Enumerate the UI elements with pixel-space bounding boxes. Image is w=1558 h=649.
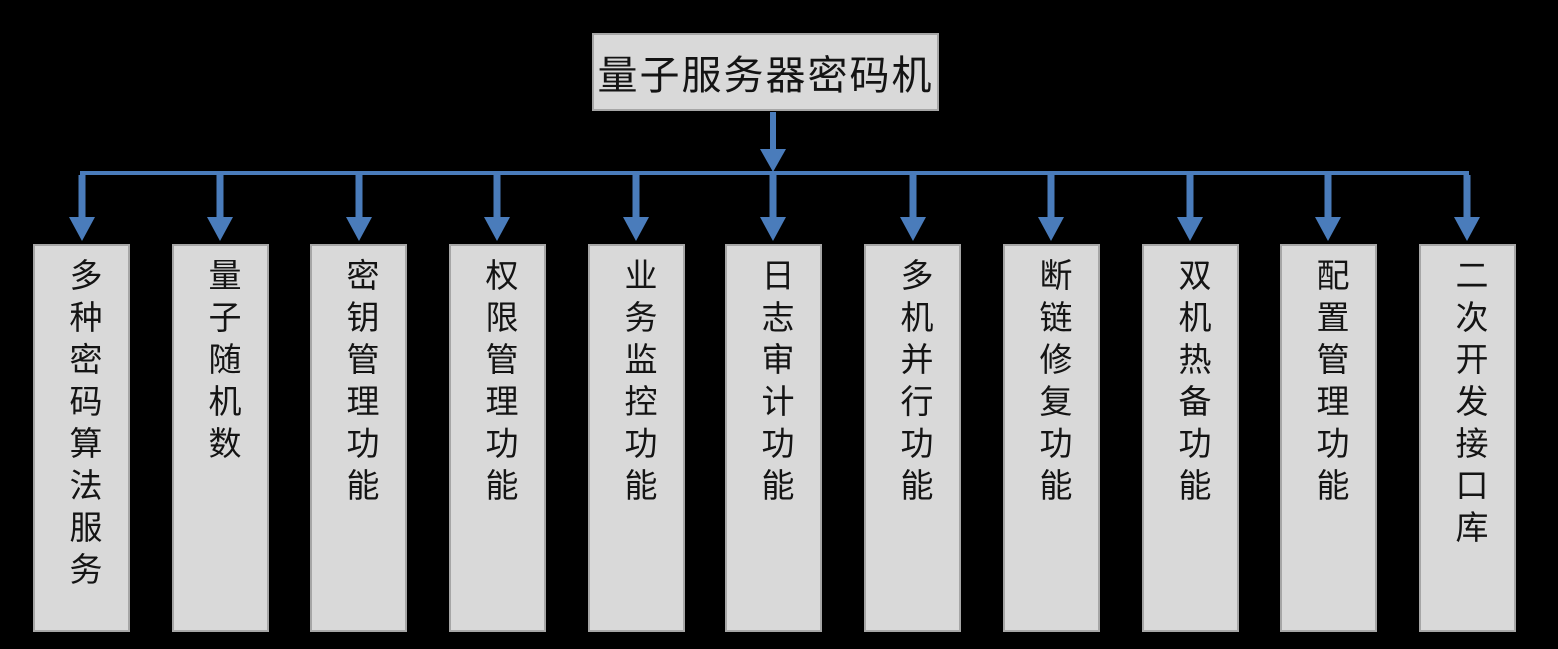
child-box-crypto-algorithm-services: 多种密码算法服务 (33, 244, 130, 632)
child-box-log-audit: 日志审计功能 (725, 244, 822, 632)
child-box-business-monitoring: 业务监控功能 (588, 244, 685, 632)
child-box-broken-link-repair: 断链修复功能 (1003, 244, 1100, 632)
drop-arrow (623, 175, 649, 241)
child-box-secondary-dev-interface-library: 二次开发接口库 (1419, 244, 1516, 632)
drop-arrow (346, 175, 372, 241)
root-box-quantum-server-crypto-machine: 量子服务器密码机 (592, 33, 939, 111)
child-box-label: 断链修复功能 (1034, 258, 1070, 510)
child-box-label: 多种密码算法服务 (64, 258, 100, 594)
drop-arrow (207, 175, 233, 241)
trunk-arrow (760, 112, 786, 172)
child-box-quantum-random-number: 量子随机数 (172, 244, 269, 632)
child-box-label: 权限管理功能 (480, 258, 516, 510)
drop-arrow (760, 175, 786, 241)
child-box-label: 多机并行功能 (895, 258, 931, 510)
drop-arrow (1177, 175, 1203, 241)
child-box-label: 日志审计功能 (756, 258, 792, 510)
drop-arrow (1454, 175, 1480, 241)
drop-arrow (484, 175, 510, 241)
drop-arrow (900, 175, 926, 241)
child-box-label: 双机热备功能 (1173, 258, 1209, 510)
child-box-multi-machine-parallel: 多机并行功能 (864, 244, 961, 632)
root-box-label: 量子服务器密码机 (597, 53, 934, 98)
child-box-permission-management: 权限管理功能 (449, 244, 546, 632)
drop-arrow (1038, 175, 1064, 241)
child-box-key-management: 密钥管理功能 (310, 244, 407, 632)
drop-arrow (1315, 175, 1341, 241)
child-box-label: 量子随机数 (203, 258, 239, 468)
child-box-label: 二次开发接口库 (1450, 258, 1486, 552)
child-box-configuration-management: 配置管理功能 (1280, 244, 1377, 632)
child-box-label: 业务监控功能 (619, 258, 655, 510)
child-box-label: 配置管理功能 (1311, 258, 1347, 510)
drop-arrow (69, 175, 95, 241)
child-box-dual-machine-hot-standby: 双机热备功能 (1142, 244, 1239, 632)
child-box-label: 密钥管理功能 (341, 258, 377, 510)
